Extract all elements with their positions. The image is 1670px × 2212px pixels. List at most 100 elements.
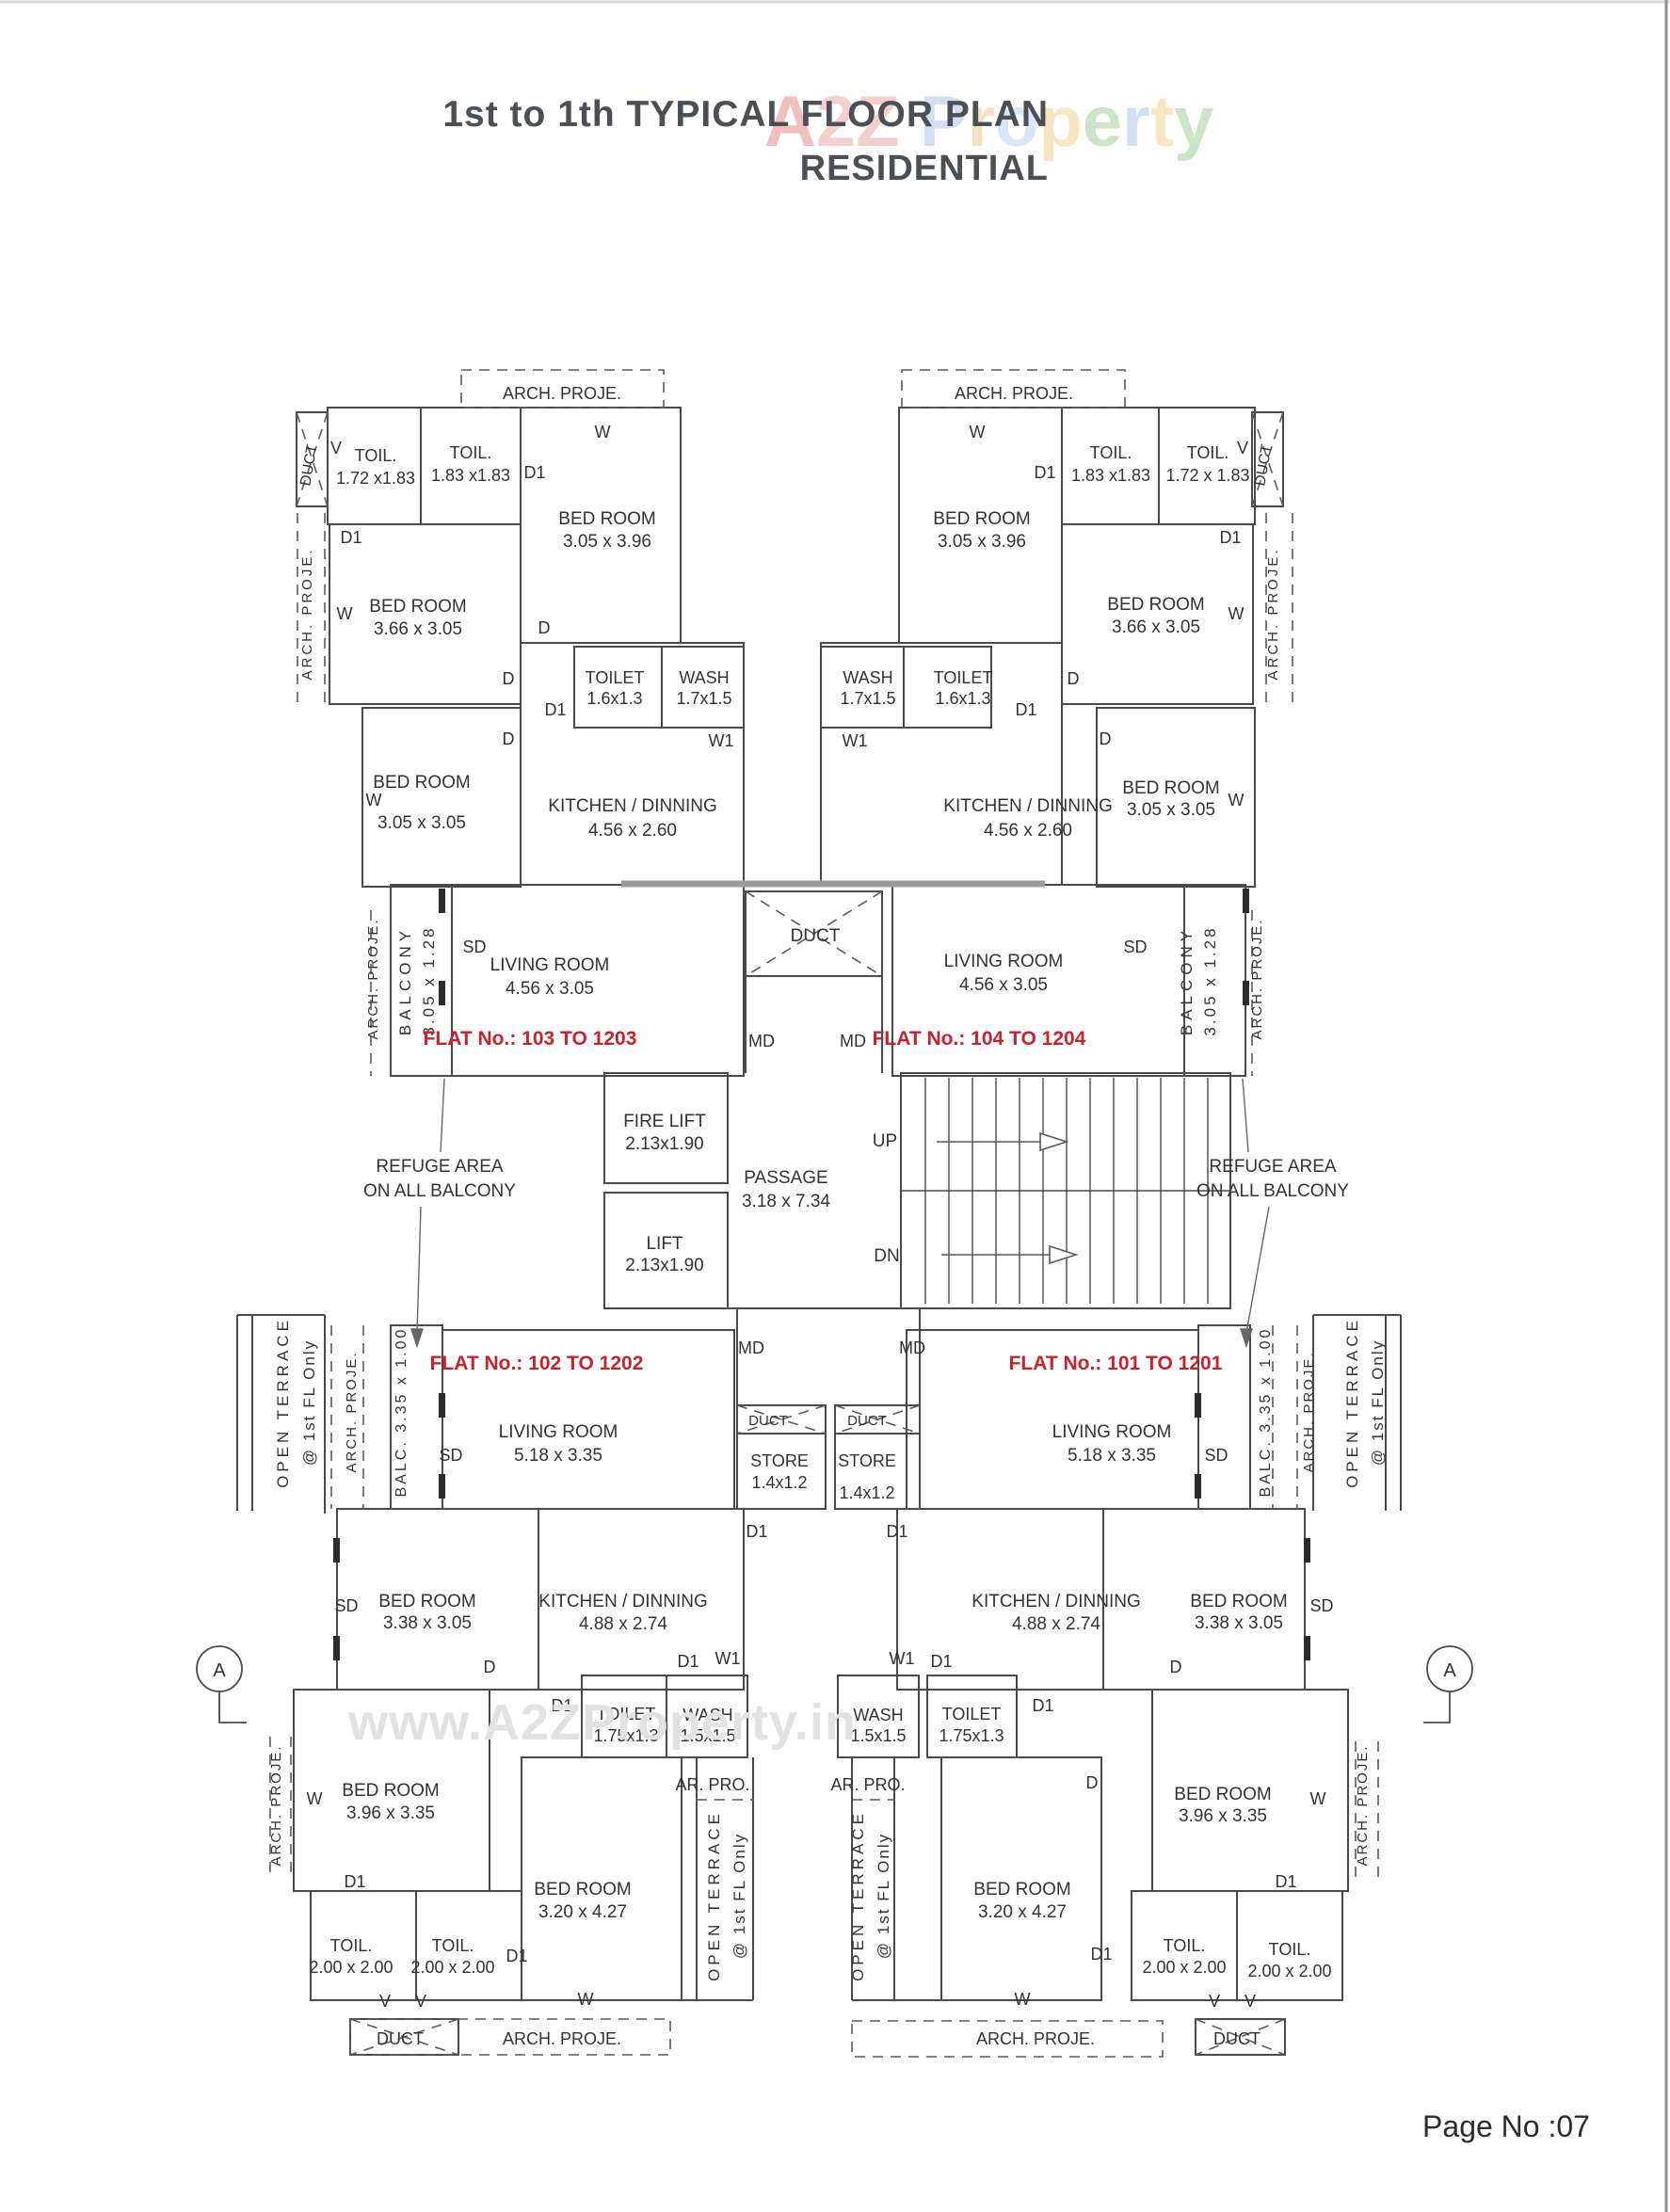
refuge-right-line1: REFUGE AREA <box>1209 1157 1336 1177</box>
ar-pro-label-1: AR. PRO. <box>675 1775 749 1794</box>
d1-label-13: D1 <box>1032 1696 1053 1715</box>
md-label-2: MD <box>840 1032 866 1050</box>
wash-4-dims: 1.5x1.5 <box>850 1726 906 1745</box>
w-label-7: W <box>307 1789 323 1808</box>
toil-2-dims: 1.83 x1.83 <box>431 466 510 485</box>
brand-watermark-letter: Z <box>856 82 900 162</box>
d-label-3: D <box>503 729 515 748</box>
toil-3-dims: 1.83 x1.83 <box>1071 466 1150 485</box>
fire-lift-label: FIRE LIFT <box>623 1112 706 1131</box>
sd-label-6: SD <box>1309 1596 1333 1615</box>
d1-label-1: D1 <box>523 463 545 482</box>
d-label-5: D <box>1100 729 1112 748</box>
walls-layer <box>236 407 1402 2056</box>
section-marker-a-left <box>196 1645 247 1723</box>
kitchen-1-dims: 4.56 x 2.60 <box>588 821 677 841</box>
stair-direction-arrows <box>937 1131 1079 1265</box>
page-title: 1st to 1th TYPICAL FLOOR PLAN <box>442 94 1049 135</box>
duct-top-left-label: DUCT <box>297 443 320 488</box>
bedroom-2-dims: 3.66 x 3.05 <box>374 619 462 639</box>
d1-label-2: D1 <box>340 528 361 547</box>
v-label-6: V <box>1244 1992 1256 2011</box>
w1-label-4: W1 <box>890 1649 915 1668</box>
toilet-4-dims: 1.75x1.3 <box>939 1726 1004 1745</box>
lift-dims: 2.13x1.90 <box>625 1256 703 1275</box>
arch-proje-far-left-label: ARCH. PROJE. <box>268 1744 284 1866</box>
md-label-1: MD <box>748 1032 775 1050</box>
stair-treads <box>901 1078 1230 1304</box>
toil-4-label: TOIL. <box>1187 443 1229 462</box>
duct-top-right-label: DUCT <box>1252 443 1275 488</box>
bedroom-3-label: BED ROOM <box>373 773 470 793</box>
living-1-label: LIVING ROOM <box>490 955 610 975</box>
section-marker-a-left-label: A <box>213 1660 226 1681</box>
w1-label-1: W1 <box>709 731 734 750</box>
toil-7-dims: 2.00 x 2.00 <box>1142 1958 1226 1977</box>
sd-label-4: SD <box>334 1596 358 1615</box>
sd-label-1: SD <box>462 938 486 956</box>
balcony-right-dims: 3.05 x 1.28 <box>1201 925 1219 1035</box>
details-layer <box>196 880 1473 1723</box>
brand-watermark-letter: t <box>1149 82 1175 162</box>
open-terrace-c2-sub: @ 1st FL Only <box>875 1833 892 1959</box>
bedroom-10-label: BED ROOM <box>1190 1592 1287 1611</box>
d-label-7: D <box>1170 1658 1182 1676</box>
arch-proje-bottom-right-label: ARCH. PROJE. <box>1301 1351 1317 1472</box>
bedroom-12-label: BED ROOM <box>973 1880 1070 1899</box>
wash-2-label: WASH <box>843 668 892 687</box>
brand-watermark-letter: 2 <box>815 82 857 162</box>
d1-label-15: D1 <box>1275 1872 1296 1891</box>
v-label-1: V <box>330 439 342 457</box>
arch-proje-far-right-label: ARCH. PROJE. <box>1355 1744 1371 1866</box>
bedroom-5-label: BED ROOM <box>1107 595 1204 615</box>
arch-proje-right-top-label: ARCH. PROJE. <box>1265 547 1281 680</box>
toil-1-dims: 1.72 x1.83 <box>336 469 415 488</box>
up-label: UP <box>873 1131 897 1151</box>
wash-1-label: WASH <box>679 668 729 687</box>
bedroom-6-label: BED ROOM <box>1122 778 1219 798</box>
section-marker-a-right-label: A <box>1443 1660 1456 1681</box>
toil-7-label: TOIL. <box>1164 1936 1206 1955</box>
brand-watermark-letter: r <box>967 82 996 162</box>
open-terrace-c1-sub: @ 1st FL Only <box>731 1833 748 1959</box>
w1-label-2: W1 <box>843 731 868 750</box>
refuge-right-line2: ON ALL BALCONY <box>1196 1181 1349 1201</box>
bedroom-8-label: BED ROOM <box>342 1781 439 1801</box>
arch-proje-bottom-left-label: ARCH. PROJE. <box>344 1351 360 1472</box>
toil-5-label: TOIL. <box>330 1936 373 1955</box>
bedroom-4-dims: 3.05 x 3.96 <box>938 532 1026 552</box>
d1-label-12: D1 <box>506 1947 527 1965</box>
store-2-dims: 1.4x1.2 <box>839 1483 894 1502</box>
balc-right-label: BALC. 3.35 x 1.00 <box>1258 1327 1274 1498</box>
brand-watermark-letter: e <box>1082 82 1123 162</box>
toil-3-label: TOIL. <box>1090 443 1132 462</box>
living-3-dims: 5.18 x 3.35 <box>514 1446 602 1466</box>
arch-proje-top-left-label: ARCH. PROJE. <box>503 384 621 403</box>
balcony-left-label: BALCONY <box>396 926 414 1035</box>
living-2-dims: 4.56 x 3.05 <box>959 975 1048 995</box>
living-4-label: LIVING ROOM <box>1052 1422 1172 1442</box>
arch-proje-balcony-left-label: ARCH. PROJE. <box>365 918 381 1039</box>
toil-6-label: TOIL. <box>432 1936 474 1955</box>
dn-label: DN <box>874 1246 899 1266</box>
bedroom-7-dims: 3.38 x 3.05 <box>383 1613 472 1633</box>
living-3-label: LIVING ROOM <box>499 1422 618 1442</box>
kitchen-3-label: KITCHEN / DINNING <box>538 1592 707 1611</box>
v-label-5: V <box>1209 1992 1220 2011</box>
toilet-3-label: TOILET <box>597 1705 656 1723</box>
w-label-4: W <box>970 423 986 441</box>
store-1-dims: 1.4x1.2 <box>751 1473 807 1492</box>
bedroom-10-dims: 3.38 x 3.05 <box>1195 1613 1283 1633</box>
d-label-1: D <box>538 618 551 637</box>
toilet-4-label: TOILET <box>942 1705 1002 1723</box>
brand-watermark-letter: y <box>1174 82 1214 162</box>
toil-2-label: TOIL. <box>450 443 492 462</box>
kitchen-4-label: KITCHEN / DINNING <box>971 1592 1140 1611</box>
toil-6-dims: 2.00 x 2.00 <box>410 1958 494 1977</box>
brand-watermark-letter: P <box>919 82 968 162</box>
store-2-label: STORE <box>838 1451 896 1470</box>
flat-101-label: FLAT No.: 101 TO 1201 <box>1009 1353 1223 1374</box>
living-1-dims: 4.56 x 3.05 <box>506 979 594 999</box>
toil-8-dims: 2.00 x 2.00 <box>1247 1962 1331 1980</box>
